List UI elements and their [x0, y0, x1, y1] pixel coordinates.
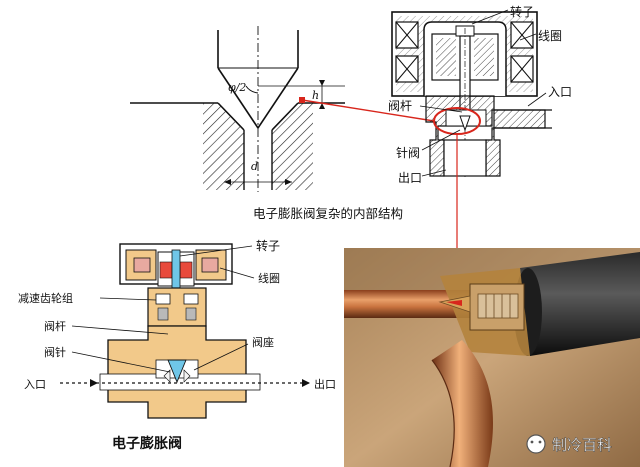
wechat-icon: [526, 434, 546, 454]
label-coil-bottom: 线圈: [258, 271, 280, 285]
valve-cross-section-bottom: 转子 线圈 减速齿轮组 阀杆 阀针 阀座 入口 出口: [18, 238, 336, 419]
needle-geometry-diagram: φ/2 h d: [130, 26, 435, 192]
label-rotor-bottom: 转子: [256, 238, 280, 253]
valve-photo: [344, 248, 640, 467]
d-dimension-label: d: [251, 160, 258, 173]
label-stem-bottom: 阀杆: [44, 319, 66, 333]
valve-cross-section-top: 转子 线圈 阀杆 入口 针阀 出口: [388, 4, 572, 290]
coil-right: [510, 21, 534, 83]
caption-bottom: 电子膨胀阀: [112, 435, 182, 452]
angle-label: φ/2: [228, 81, 246, 94]
label-inlet-bottom: 入口: [24, 378, 46, 391]
label-coil-top: 线圈: [538, 29, 562, 43]
caption-top: 电子膨胀阀复杂的内部结构: [253, 206, 403, 221]
label-inlet-top: 入口: [548, 85, 572, 99]
label-valve-stem-top: 阀杆: [388, 99, 412, 113]
label-needle-bottom: 阀针: [44, 345, 66, 359]
label-needle-top: 针阀: [396, 145, 420, 160]
label-seat-bottom: 阀座: [252, 335, 274, 349]
watermark-text: 制冷百科: [552, 436, 612, 454]
label-outlet-top: 出口: [398, 171, 422, 185]
coil-left: [395, 21, 419, 83]
watermark: 制冷百科: [526, 434, 612, 454]
label-gear-bottom: 减速齿轮组: [18, 291, 73, 305]
h-dimension-label: h: [312, 89, 319, 102]
label-outlet-bottom: 出口: [314, 377, 336, 391]
label-rotor-top: 转子: [510, 4, 534, 19]
